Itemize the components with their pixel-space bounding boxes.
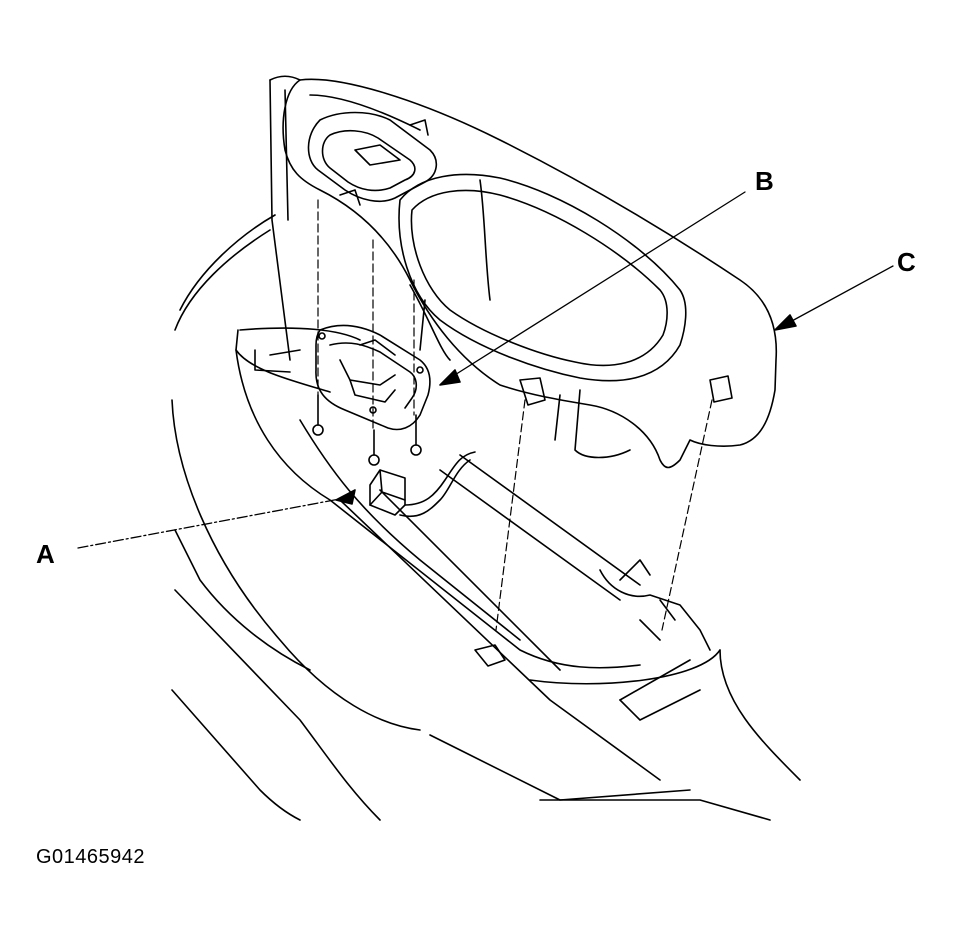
callout-label-c: C [897,247,916,277]
assembly-guide-lines [317,199,713,631]
center-console-body [171,214,801,821]
callout-label-a: A [36,539,55,569]
callout-arrowheads [335,314,797,505]
window-switch [315,324,431,431]
callout-leaders [77,191,894,549]
figure-code: G01465942 [36,846,146,868]
switch-connector [369,451,476,518]
callout-label-b: B [755,166,774,196]
mounting-screws [312,394,422,466]
console-panel [269,75,778,469]
